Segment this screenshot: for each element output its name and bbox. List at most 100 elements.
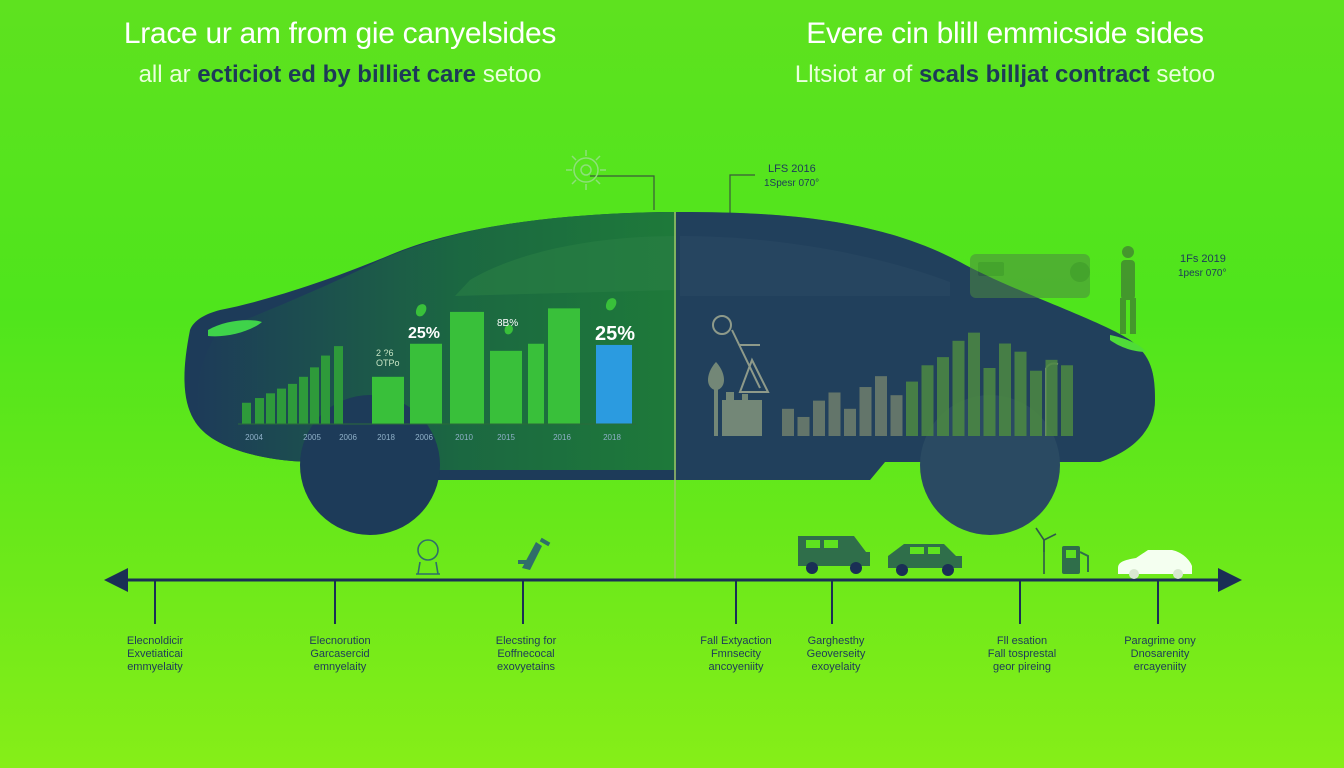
bar xyxy=(968,332,980,436)
sun-gear-icon xyxy=(566,150,606,190)
left-bar-chart xyxy=(242,308,632,424)
right-subtitle: Lltsiot ar of scals billjat contract set… xyxy=(740,60,1270,90)
callout-line2: 1pesr 070° xyxy=(1178,268,1226,279)
right-subtitle-prefix: Lltsiot ar of xyxy=(794,61,919,88)
car-window-right xyxy=(680,236,950,296)
year-label: 2016 xyxy=(553,433,571,442)
truck-icon xyxy=(970,254,1090,298)
bar xyxy=(299,376,308,424)
bar xyxy=(828,392,841,436)
bar xyxy=(242,402,251,424)
bar xyxy=(1045,359,1058,436)
timeline-ticks xyxy=(154,580,1159,624)
year-label: 2018 xyxy=(603,433,621,442)
left-subtitle: all ar ecticiot ed by billiet care setoo xyxy=(70,60,610,90)
car-window-left xyxy=(455,236,676,296)
timeline-label-line: Garghesthy xyxy=(807,635,865,647)
factory-icon xyxy=(708,362,762,436)
headlight-left xyxy=(208,320,262,337)
bar xyxy=(310,367,319,424)
chart-annotation: 25% xyxy=(595,323,635,345)
timeline-label-line: Fall tosprestal xyxy=(987,648,1057,660)
chart-annotation: 25% xyxy=(408,325,440,342)
wind-turbine-icon xyxy=(1035,527,1057,574)
timeline-label-line: Elecnoldicir xyxy=(126,635,184,647)
bar xyxy=(875,376,887,436)
year-label: 2006 xyxy=(339,433,357,442)
bar xyxy=(490,350,522,424)
callout-line1: 1Fs 2019 xyxy=(1180,253,1226,265)
bar xyxy=(859,387,872,436)
timeline-label-line: exoyelaity xyxy=(811,661,861,673)
timeline-label-line: Elecnorution xyxy=(309,635,371,647)
left-subtitle-prefix: all ar xyxy=(138,61,198,88)
callout-line-right xyxy=(729,174,755,215)
bar xyxy=(596,344,632,424)
bar xyxy=(813,400,825,436)
suv-icon xyxy=(798,536,870,574)
chart-annotation: OTPo xyxy=(376,358,400,368)
right-title: Evere cin blill emmicside sides xyxy=(806,17,1204,50)
timeline-label-line: Eoffnecocal xyxy=(497,648,555,660)
timeline-label-line: ercayeniity xyxy=(1133,661,1187,673)
bar xyxy=(255,398,264,424)
fuel-pump-icon xyxy=(1062,546,1089,574)
bar xyxy=(1014,351,1027,436)
front-wheel xyxy=(300,395,440,535)
bar xyxy=(921,365,934,436)
timeline-label: Elecsting for Eoffnecocal exovyetains xyxy=(466,635,586,674)
bar xyxy=(890,395,903,436)
bar xyxy=(1030,370,1042,436)
bar xyxy=(1061,365,1073,436)
timeline-label-line: Garcasercid xyxy=(310,648,370,660)
timeline-label-line: exovyetains xyxy=(496,661,556,673)
electric-car-icon xyxy=(1118,550,1192,579)
bar xyxy=(277,388,286,424)
timeline-label: Fall Extyaction Fmnsecity ancoyeniity xyxy=(676,635,796,674)
timeline-label-line: Paragrime ony xyxy=(1124,635,1196,647)
bar xyxy=(952,340,965,436)
left-subtitle-suffix: setoo xyxy=(476,61,542,88)
right-subtitle-bold: scals billjat contract xyxy=(918,61,1150,88)
bar xyxy=(983,368,996,436)
bar xyxy=(548,308,580,424)
timeline-label-line: Exvetiaticai xyxy=(127,648,183,660)
callout-line-left xyxy=(590,175,655,210)
timeline-label-line: Fall Extyaction xyxy=(700,635,772,647)
right-heading: Evere cin blill emmicside sides Lltsiot … xyxy=(740,16,1270,90)
headlight-right xyxy=(1110,335,1146,352)
satellite-dish-icon xyxy=(416,539,440,575)
timeline-label: Elecnoldicir Exvetiaticai emmyelaity xyxy=(95,635,215,674)
left-subtitle-bold: ecticiot ed by billiet care xyxy=(197,61,477,88)
leaf-icon xyxy=(415,298,617,335)
bar xyxy=(906,381,918,436)
bar xyxy=(782,408,794,436)
bar xyxy=(528,343,544,424)
timeline-label-line: Fll esation xyxy=(996,635,1048,647)
chart-annotation: 8B% xyxy=(497,318,518,329)
bar xyxy=(334,346,343,424)
bar xyxy=(266,393,275,424)
bar xyxy=(844,408,856,436)
bar xyxy=(450,311,484,424)
bar xyxy=(321,355,330,424)
bar xyxy=(937,357,949,436)
bar xyxy=(999,343,1011,436)
chart-annotation: 2 ?6 xyxy=(376,348,394,358)
right-subtitle-suffix: setoo xyxy=(1149,61,1216,88)
oil-rig-icon xyxy=(712,315,770,393)
timeline-label: Garghesthy Geoverseity exoyelaity xyxy=(776,635,896,674)
timeline-label-line: Dnosarenity xyxy=(1130,648,1190,660)
timeline-label-line: Geoverseity xyxy=(806,648,866,660)
timeline-label: Paragrime ony Dnosarenity ercayeniity xyxy=(1100,635,1220,674)
person-icon xyxy=(1120,246,1136,334)
timeline-label: Fll esation Fall tosprestal geor pireing xyxy=(962,635,1082,674)
left-title: Lrace ur am from gie canyelsides xyxy=(123,17,557,50)
year-label: 2006 xyxy=(415,433,433,442)
bar xyxy=(372,376,404,424)
timeline-label-line: ancoyeniity xyxy=(708,661,764,673)
left-heading: Lrace ur am from gie canyelsides all ar … xyxy=(70,16,610,90)
timeline-label-line: Fmnsecity xyxy=(710,648,762,660)
bar xyxy=(410,343,442,424)
